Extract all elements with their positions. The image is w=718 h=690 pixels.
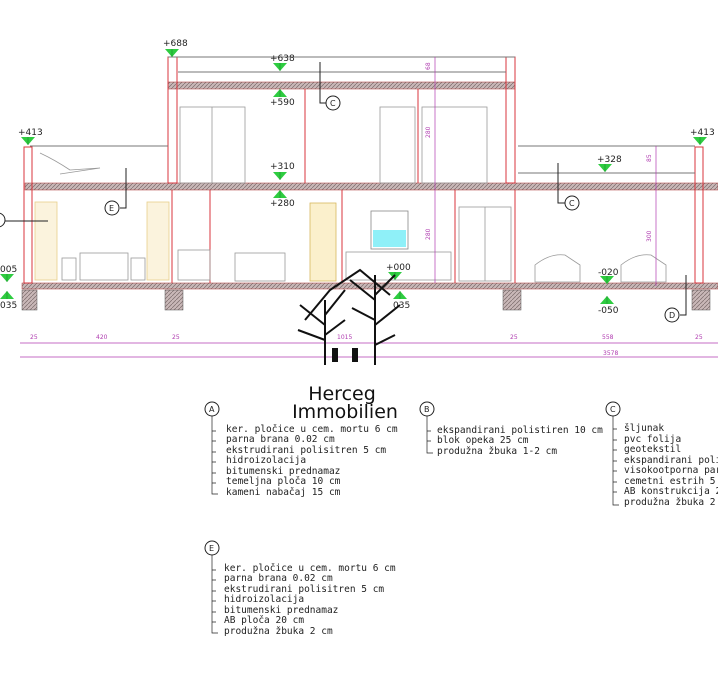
- svg-text:AB ploča 20 cm: AB ploča 20 cm: [224, 615, 304, 626]
- svg-text:A: A: [209, 405, 215, 414]
- vdim-garage: 300: [646, 230, 653, 242]
- svg-text:visokootporna parna: visokootporna parna: [624, 465, 718, 476]
- level-590: +590: [270, 98, 295, 108]
- svg-text:geotekstil: geotekstil: [624, 444, 681, 455]
- legend-c: C šljunak pvc folija geotekstil ekspandi…: [605, 401, 718, 508]
- svg-text:C: C: [330, 99, 336, 108]
- svg-text:hidroizolacija: hidroizolacija: [224, 594, 304, 605]
- level-020: -020: [598, 268, 619, 278]
- svg-text:E: E: [109, 204, 114, 213]
- svg-text:E: E: [209, 544, 214, 553]
- level-280: +280: [270, 199, 295, 209]
- level-310: +310: [270, 162, 295, 172]
- level-005: 005: [0, 265, 17, 275]
- dimension-lines: [20, 57, 718, 358]
- level-638: +638: [270, 54, 295, 64]
- logo-line1: Herceg: [308, 383, 376, 405]
- legend-b: B ekspandirani polistiren 10 cm blok ope…: [419, 401, 603, 457]
- logo-tree-icon: [297, 268, 401, 365]
- svg-text:temeljna ploča 10 cm: temeljna ploča 10 cm: [226, 476, 341, 487]
- dim-0: 25: [30, 334, 38, 341]
- svg-text:produžna žbuka 1-2 cm: produžna žbuka 1-2 cm: [437, 446, 557, 457]
- svg-text:šljunak: šljunak: [624, 423, 664, 434]
- svg-text:blok opeka 25 cm: blok opeka 25 cm: [437, 435, 529, 446]
- dim-6: 25: [695, 334, 703, 341]
- svg-text:D: D: [669, 311, 675, 320]
- dim-4: 25: [510, 334, 518, 341]
- logo-line2: Immobilien: [292, 401, 398, 423]
- svg-text:C: C: [569, 199, 575, 208]
- level-000: +000: [386, 263, 411, 273]
- svg-text:ekstrudirani polisitren 5 cm: ekstrudirani polisitren 5 cm: [226, 445, 386, 456]
- roof-lines: [30, 56, 695, 174]
- svg-text:ker. pločice u cem. mortu 6 cm: ker. pločice u cem. mortu 6 cm: [226, 424, 398, 435]
- door: [309, 202, 337, 282]
- svg-text:AB konstrukcija 20: AB konstrukcija 20: [624, 486, 718, 497]
- walls: [23, 56, 704, 284]
- dim-5: 558: [602, 334, 614, 341]
- furniture: [34, 106, 667, 283]
- dim-3: 1015: [337, 334, 352, 341]
- svg-text:bitumenski prednamaz: bitumenski prednamaz: [224, 605, 338, 616]
- section-tags: E C C D: [0, 62, 687, 323]
- svg-text:produžna žbuka 2 cm: produžna žbuka 2 cm: [624, 497, 718, 508]
- svg-text:ekspandirani polistiren: ekspandirani polistiren: [624, 455, 718, 466]
- svg-text:pvc folija: pvc folija: [624, 434, 681, 445]
- svg-text:bitumenski prednamaz: bitumenski prednamaz: [226, 466, 340, 477]
- legend-a: A ker. pločice u cem. mortu 6 cm parna b…: [204, 401, 398, 498]
- level-035-left: 035: [0, 301, 17, 311]
- vdim-parapet: 68: [425, 62, 432, 70]
- dim-total: 3578: [603, 350, 618, 357]
- level-035-mid: 035: [393, 301, 410, 311]
- dim-2: 25: [172, 334, 180, 341]
- level-328: +328: [597, 155, 622, 165]
- svg-text:C: C: [610, 405, 616, 414]
- svg-text:parna brana 0.02 cm: parna brana 0.02 cm: [224, 573, 333, 584]
- svg-text:hidroizolacija: hidroizolacija: [226, 455, 306, 466]
- svg-text:ekstrudirani polisitren 5 cm: ekstrudirani polisitren 5 cm: [224, 584, 384, 595]
- level-markers: +688 +638 +590 +310 +280 +413 +413 +328 …: [0, 39, 715, 316]
- vdim-ground: 280: [425, 228, 432, 240]
- level-688: +688: [163, 39, 188, 49]
- level-050: -050: [598, 306, 619, 316]
- vdim-upper: 280: [425, 126, 432, 138]
- vdim-garage-parapet: 85: [646, 154, 653, 162]
- svg-text:parna brana 0.02 cm: parna brana 0.02 cm: [226, 434, 335, 445]
- level-413-left: +413: [18, 128, 43, 138]
- svg-text:B: B: [424, 405, 430, 414]
- level-413-right: +413: [690, 128, 715, 138]
- legend-e: E ker. pločice u cem. mortu 6 cm parna b…: [204, 540, 396, 637]
- svg-text:ker. pločice u cem. mortu 6 cm: ker. pločice u cem. mortu 6 cm: [224, 563, 396, 574]
- svg-text:cemetni estrih 5 cm: cemetni estrih 5 cm: [624, 476, 718, 487]
- dim-1: 420: [96, 334, 108, 341]
- svg-text:produžna žbuka 2 cm: produžna žbuka 2 cm: [224, 626, 333, 637]
- svg-text:ekspandirani polistiren 10 cm: ekspandirani polistiren 10 cm: [437, 425, 603, 436]
- svg-text:kameni nabačaj 15 cm: kameni nabačaj 15 cm: [226, 487, 341, 498]
- slabs: [21, 81, 718, 311]
